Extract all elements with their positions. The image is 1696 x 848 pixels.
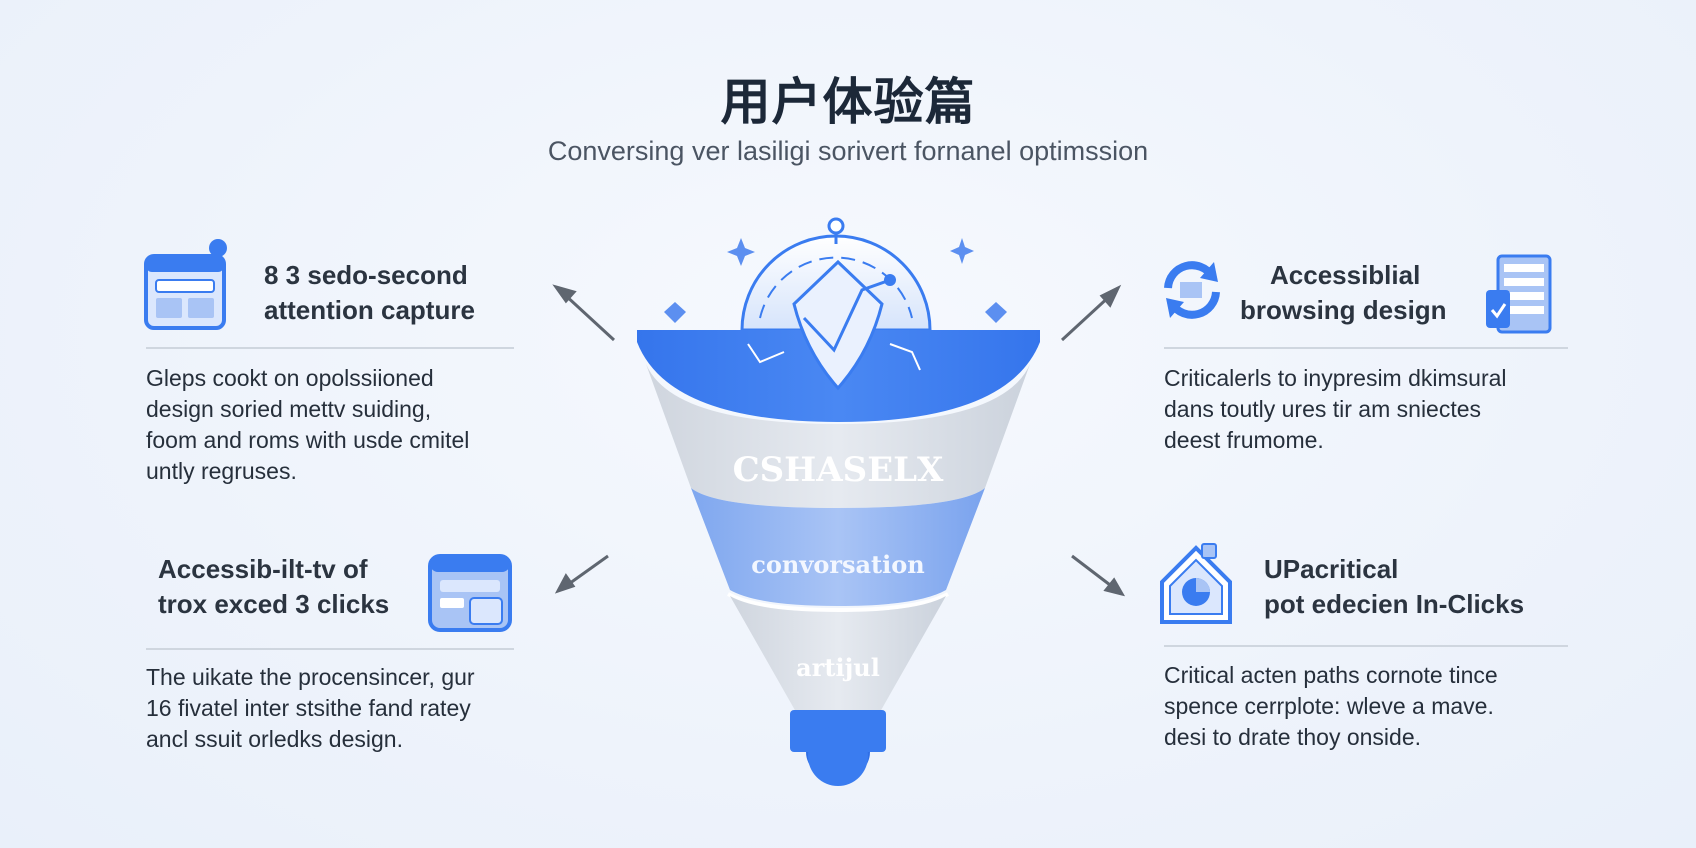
card-heading-line: pot edecien In-Clicks <box>1264 589 1525 619</box>
refresh-icon <box>1164 261 1220 319</box>
house-chart-icon <box>1160 543 1232 624</box>
card-body-line: Gleps cookt on opolssiioned <box>146 365 434 391</box>
funnel-stage-label: convorsation <box>751 550 924 579</box>
card-heading-line: trox exced 3 clicks <box>158 589 390 619</box>
card-body-line: Critical acten paths cornote tince <box>1164 662 1498 688</box>
divider <box>146 347 514 349</box>
page-subtitle: Conversing ver lasiligi sorivert fornane… <box>547 136 1149 166</box>
funnel-stage-label: CSHASELX <box>733 450 944 490</box>
card-body-line: dans toutly ures tir am sniectes <box>1164 396 1482 422</box>
card-heading-line: attention capture <box>264 295 475 325</box>
card-heading-line: Accessiblial <box>1270 260 1421 290</box>
card-body-line: spence cerrplote: wleve a mave. <box>1164 693 1494 719</box>
divider <box>1164 347 1568 349</box>
checklist-icon <box>1486 254 1552 334</box>
divider <box>146 648 514 650</box>
card-heading-line: Accessib-ilt-tv of <box>158 554 368 584</box>
card-body-line: Criticalerls to inypresim dkimsural <box>1164 365 1507 391</box>
browser-window-icon <box>144 239 227 330</box>
card-body-line: The uikate the procensincer, gur <box>146 664 475 690</box>
divider <box>1164 645 1568 647</box>
card-body-line: deest frumome. <box>1164 427 1324 453</box>
shield-chart-icon <box>747 259 921 391</box>
card-body-line: foom and roms with usde cmitel <box>146 427 470 453</box>
card-body-line: 16 fivatel inter stsithe fand ratey <box>146 695 471 721</box>
calendar-window-icon <box>428 554 512 632</box>
card-heading-line: 8 3 sedo-second <box>264 260 468 290</box>
card-body-line: untly regruses. <box>146 458 297 484</box>
card-body-line: design soried mettv suiding, <box>146 396 432 422</box>
sparkle-icon <box>664 238 1007 323</box>
card-body-line: desi to drate thoy onside. <box>1164 724 1421 750</box>
page-title: 用户体验篇 <box>720 73 976 131</box>
card-body-line: ancl ssuit orledks design. <box>146 726 403 752</box>
card-heading-line: UPacritical <box>1264 554 1399 584</box>
funnel-stage-label: artijul <box>796 653 880 682</box>
card-heading-line: browsing design <box>1240 295 1447 325</box>
